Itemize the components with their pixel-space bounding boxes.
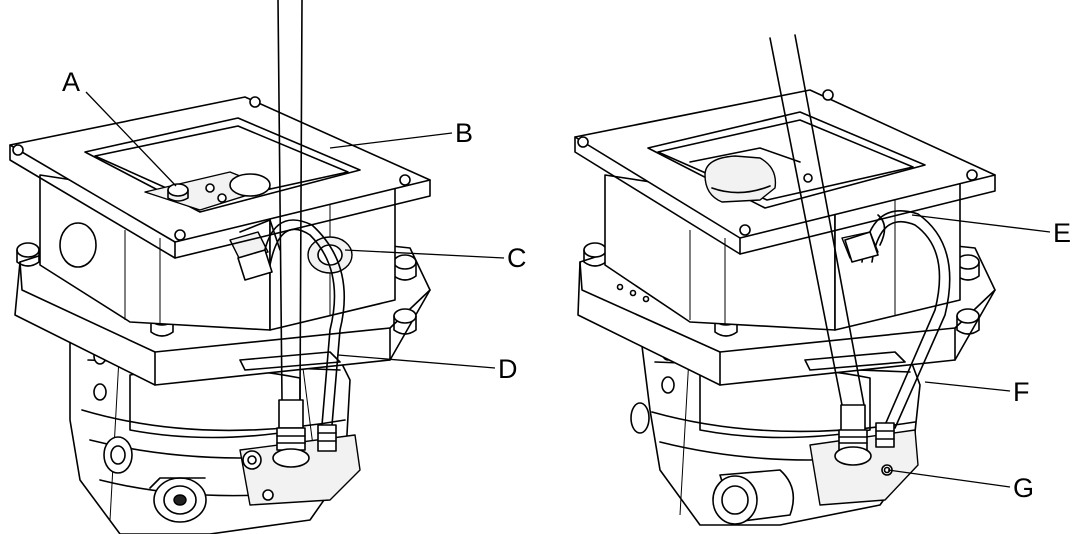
- right-bolt-4: [956, 308, 980, 335]
- callout-label-b: B: [455, 118, 473, 148]
- left-bolt-1: [16, 242, 40, 267]
- callout-label-f: F: [1013, 377, 1030, 407]
- callout-d: D: [337, 354, 518, 384]
- right-top-frame: [574, 89, 996, 255]
- callout-label-g: G: [1013, 473, 1034, 503]
- leader-line-c: [344, 249, 505, 259]
- callout-e: E: [911, 214, 1071, 248]
- callout-b: B: [329, 118, 473, 149]
- left-assembly: A B C D: [9, 0, 527, 534]
- left-bolt-4: [393, 308, 417, 335]
- callout-label-c: C: [507, 243, 527, 273]
- leader-line-g: [887, 469, 1011, 488]
- right-knob: [630, 343, 795, 525]
- callout-label-d: D: [498, 354, 518, 384]
- right-dome-cap: [704, 155, 777, 203]
- leader-line-a: [85, 91, 177, 187]
- left-lower-body: [69, 329, 361, 534]
- callout-a: A: [62, 67, 177, 187]
- leader-line-d: [337, 354, 496, 369]
- left-side-port: [59, 222, 97, 268]
- callout-c: C: [344, 243, 527, 273]
- left-hoses: [237, 0, 346, 468]
- left-screw-a: [167, 183, 189, 197]
- callout-g: G: [887, 469, 1034, 503]
- leader-line-f: [924, 381, 1011, 392]
- leader-line-b: [329, 132, 453, 149]
- right-assembly: E F G: [574, 34, 1071, 526]
- right-hoses: [769, 34, 951, 466]
- left-top-frame: [9, 96, 431, 259]
- callout-label-a: A: [62, 67, 80, 97]
- leader-line-e: [911, 214, 1051, 233]
- callout-label-e: E: [1053, 218, 1071, 248]
- callout-f: F: [924, 377, 1030, 407]
